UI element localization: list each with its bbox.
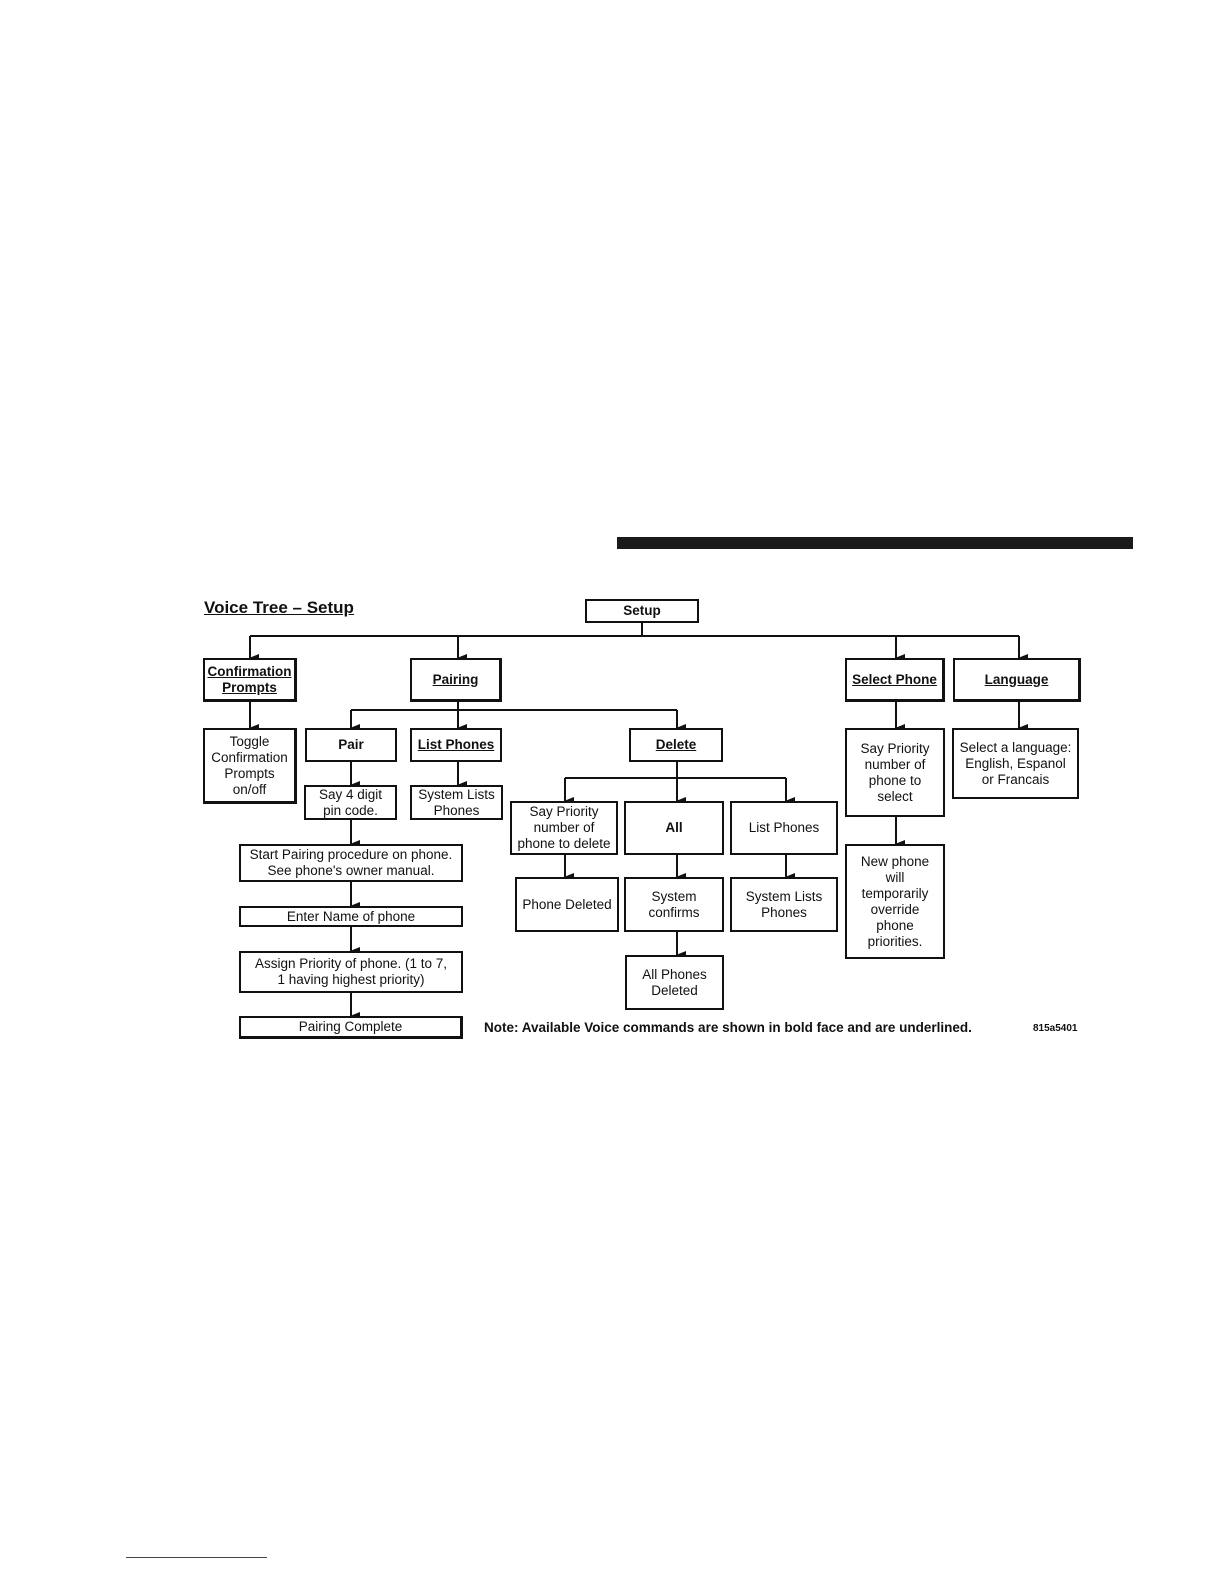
node-language: Language — [953, 658, 1081, 702]
node-say-priority-select: Say Priority number of phone to select — [845, 728, 945, 817]
node-say-pin: Say 4 digit pin code. — [304, 785, 397, 820]
node-all-phones-deleted: All Phones Deleted — [625, 955, 724, 1010]
footer-line — [126, 1557, 267, 1558]
node-enter-name: Enter Name of phone — [239, 906, 463, 927]
node-delete: Delete — [629, 728, 723, 762]
node-confirmation-prompts: Confirmation Prompts — [203, 658, 297, 702]
node-pairing: Pairing — [410, 658, 502, 702]
node-select-phone: Select Phone — [845, 658, 945, 702]
header-bar — [617, 537, 1133, 549]
node-toggle-confirmation: Toggle Confirmation Prompts on/off — [203, 728, 297, 804]
node-setup: Setup — [585, 599, 699, 623]
node-new-phone-override: New phone will temporarily override phon… — [845, 844, 945, 959]
node-pair: Pair — [305, 728, 397, 762]
node-list-phones-cmd: List Phones — [410, 728, 502, 762]
node-all: All — [624, 801, 724, 855]
figure-id: 815a5401 — [1033, 1023, 1078, 1034]
node-system-lists-phones-1: System Lists Phones — [410, 785, 503, 820]
node-phone-deleted: Phone Deleted — [515, 877, 619, 932]
node-start-pairing: Start Pairing procedure on phone. See ph… — [239, 844, 463, 882]
node-pairing-complete: Pairing Complete — [239, 1016, 463, 1039]
node-assign-priority: Assign Priority of phone. (1 to 7, 1 hav… — [239, 951, 463, 993]
node-select-language: Select a language: English, Espanol or F… — [952, 728, 1079, 799]
node-system-confirms: System confirms — [624, 877, 724, 932]
diagram-title: Voice Tree – Setup — [204, 598, 354, 617]
node-list-phones-2: List Phones — [730, 801, 838, 855]
diagram-note: Note: Available Voice commands are shown… — [484, 1020, 972, 1035]
node-say-priority-delete: Say Priority number of phone to delete — [510, 801, 618, 855]
node-system-lists-phones-2: System Lists Phones — [730, 877, 838, 932]
